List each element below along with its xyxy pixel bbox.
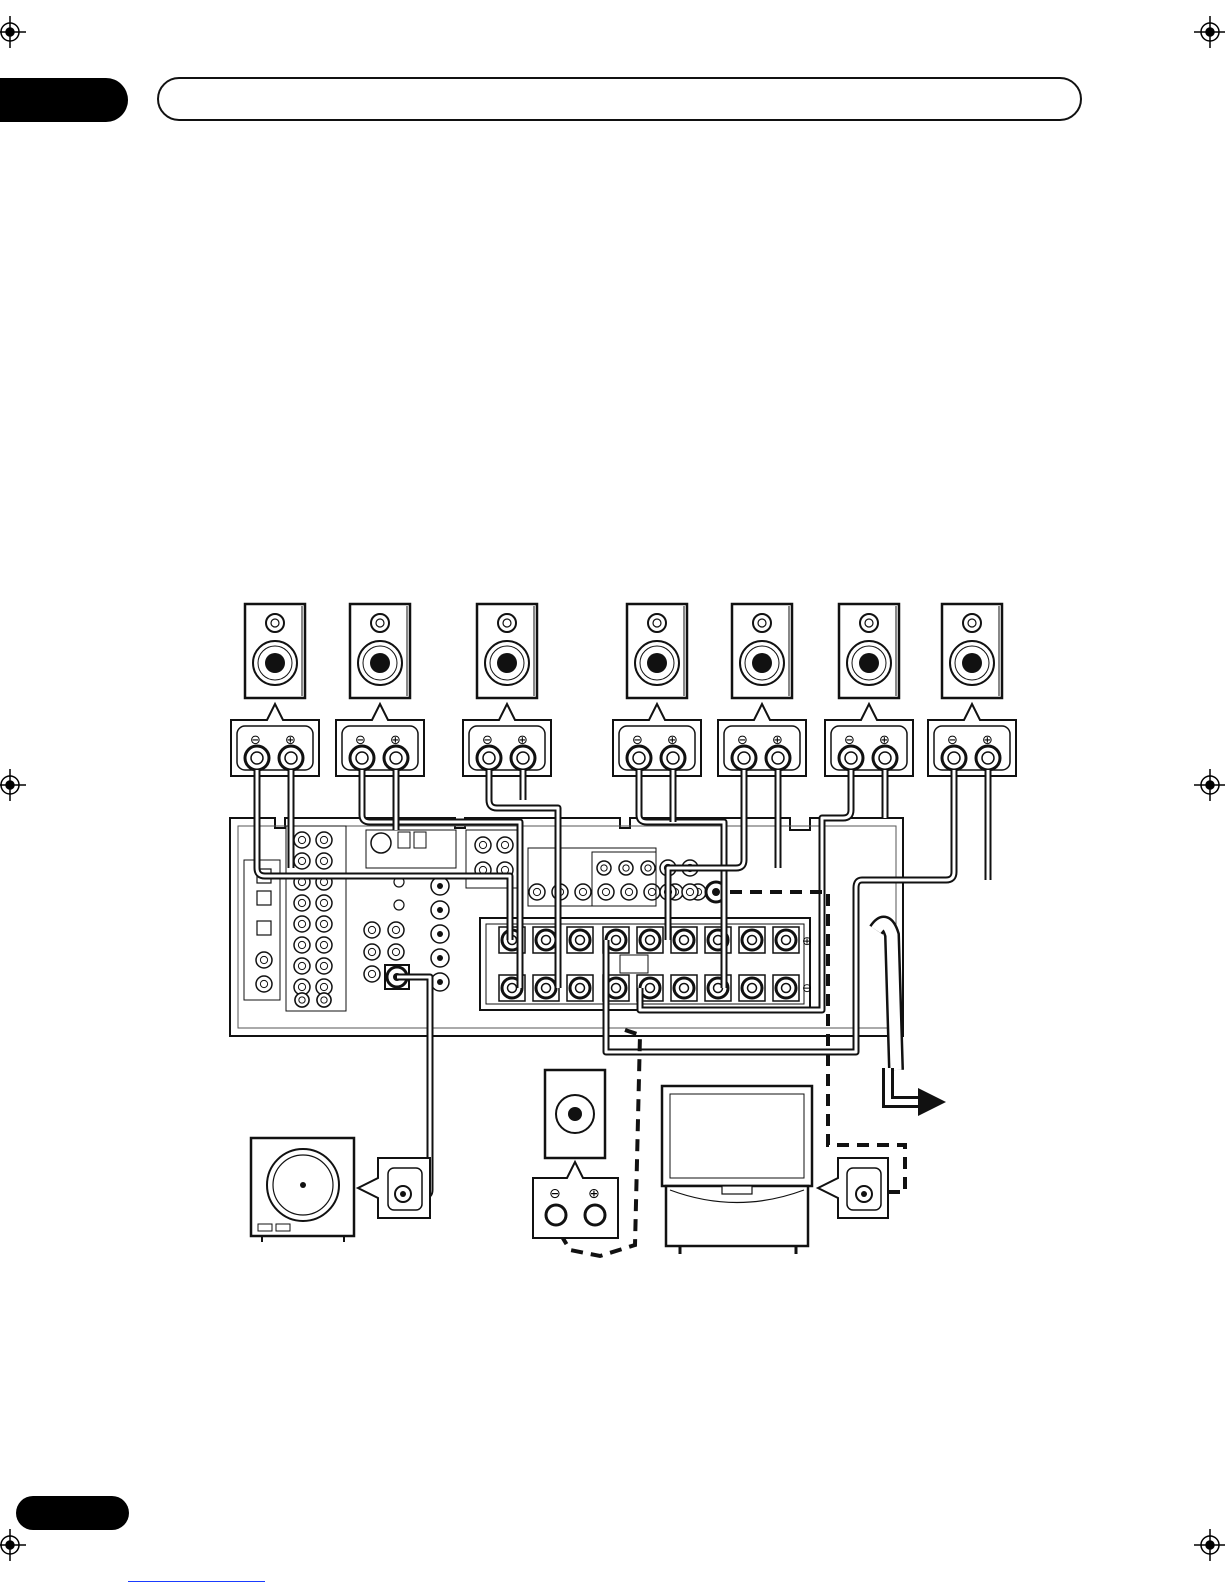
speaker: ⊖⊕ xyxy=(463,604,551,776)
terminal-plate xyxy=(613,704,701,776)
terminal-plate xyxy=(718,704,806,776)
optical-jack xyxy=(257,921,271,935)
svg-text:⊖: ⊖ xyxy=(802,981,812,995)
terminal-plate xyxy=(825,704,913,776)
power-arrow-icon xyxy=(888,1068,946,1116)
terminal-plate xyxy=(928,704,1016,776)
speaker: ⊖⊕ xyxy=(613,604,701,776)
svg-text:⊖: ⊖ xyxy=(549,1186,561,1202)
speaker: ⊖ ⊕ xyxy=(533,1070,618,1238)
svg-text:⊕: ⊕ xyxy=(802,934,812,948)
speaker: ⊖⊕ xyxy=(718,604,806,776)
terminal-plate xyxy=(336,704,424,776)
page-number-tab xyxy=(16,1496,129,1530)
receiver-rear-panel: ⊕ ⊖ xyxy=(230,818,903,1070)
speaker: ⊖⊕ xyxy=(336,604,424,776)
terminal-plate xyxy=(231,704,319,776)
tv-monitor xyxy=(662,1086,888,1254)
registration-marks xyxy=(0,16,1225,1561)
speaker-row: ⊖⊕⊖⊕⊖⊕⊖⊕⊖⊕⊖⊕⊖⊕ xyxy=(231,604,1016,776)
terminal-plate xyxy=(463,704,551,776)
svg-text:⊕: ⊕ xyxy=(588,1186,600,1202)
antenna-jack xyxy=(371,833,391,853)
speaker: ⊖⊕ xyxy=(231,604,319,776)
optical-jack xyxy=(257,891,271,905)
footer-line xyxy=(128,1581,265,1583)
speaker: ⊖⊕ xyxy=(825,604,913,776)
speaker: ⊖⊕ xyxy=(928,604,1016,776)
subwoofer xyxy=(251,1138,430,1242)
